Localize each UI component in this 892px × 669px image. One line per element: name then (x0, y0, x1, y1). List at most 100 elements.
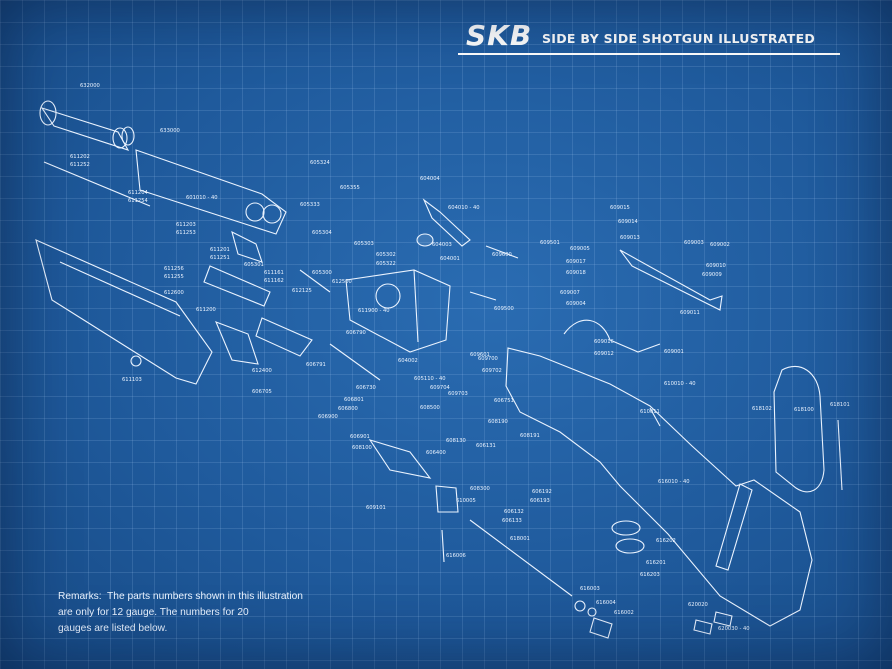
part-number-label: 609003 (684, 240, 704, 246)
part-number-label: 606790 (346, 330, 366, 336)
lever-part-a (214, 321, 259, 365)
part-number-label: 618100 (794, 407, 814, 413)
part-number-label: 611254 (128, 198, 149, 204)
part-number-label: 611201 (210, 247, 230, 253)
part-number-label: 606400 (426, 450, 446, 456)
pad-part-a (611, 520, 641, 536)
spring-part-c (329, 343, 381, 381)
part-number-label: 608190 (488, 419, 508, 425)
part-number-label: 609014 (618, 219, 639, 225)
part-number-label: 610011 (640, 409, 660, 415)
part-number-label: 611255 (164, 274, 184, 280)
part-number-label: 609005 (570, 246, 590, 252)
part-number-label: 605333 (300, 202, 320, 208)
trigger-plate-part (619, 249, 723, 311)
remarks-line-3: gauges are listed below. (58, 623, 168, 634)
stock-spacer-part (715, 483, 753, 571)
part-number-label: 611252 (70, 162, 90, 168)
part-number-label: 609703 (448, 391, 468, 397)
part-number-label: 609013 (620, 235, 640, 241)
screw-part-butt (837, 419, 843, 491)
part-number-label: 605301 (244, 262, 264, 268)
part-number-label: 609501 (540, 240, 560, 246)
screw-part-stock (649, 407, 661, 427)
part-number-label: 611204 (128, 190, 149, 196)
part-number-label: 606800 (338, 406, 358, 412)
part-number-label: 620030 - 40 (718, 626, 750, 632)
cap-part-a (693, 619, 713, 635)
forend-inner-line (59, 261, 181, 317)
part-number-label: 604002 (398, 358, 418, 364)
part-number-label: 605322 (376, 261, 396, 267)
part-number-label: 606132 (504, 509, 524, 515)
lever-part-b (255, 317, 313, 357)
part-number-label: 609015 (610, 205, 630, 211)
part-number-label: 606705 (252, 389, 272, 395)
receiver-edge (413, 269, 419, 343)
part-number-label: 618101 (830, 402, 850, 408)
remarks-line-1: Remarks: The parts numbers shown in this… (58, 591, 303, 602)
main-barrels-part (135, 149, 287, 235)
forend-part (35, 239, 213, 385)
part-number-label: 609011 (680, 310, 700, 316)
spring-part-b (469, 291, 497, 301)
part-number-label: 612500 (332, 279, 352, 285)
part-number-label: 605303 (354, 241, 374, 247)
title-underline (458, 53, 840, 55)
title-block: SKB SIDE BY SIDE SHOTGUN ILLUSTRATED (458, 20, 840, 56)
part-number-label: 608191 (520, 433, 540, 439)
part-number-label: 609004 (566, 301, 587, 307)
part-number-label: 618102 (752, 406, 772, 412)
part-number-label: 606900 (318, 414, 338, 420)
forend-screw-part (130, 355, 142, 367)
part-number-label: 616010 - 40 (658, 479, 690, 485)
part-number-label: 611161 (264, 270, 284, 276)
part-number-label: 605304 (312, 230, 333, 236)
part-number-label: 608500 (420, 405, 440, 411)
part-number-label: 616201 (646, 560, 666, 566)
part-number-label: 608100 (352, 445, 372, 451)
part-number-label: 618001 (510, 536, 530, 542)
part-number-label: 611103 (122, 377, 142, 383)
sheet-title: SIDE BY SIDE SHOTGUN ILLUSTRATED (542, 31, 816, 46)
washer-part-a (574, 600, 586, 612)
part-number-label: 616003 (580, 586, 600, 592)
part-number-label: 611256 (164, 266, 184, 272)
part-number-label: 632000 (80, 83, 100, 89)
part-number-label: 609002 (710, 242, 730, 248)
breech-bore-left (245, 202, 265, 222)
part-number-label: 611251 (210, 255, 230, 261)
part-number-label: 606192 (532, 489, 552, 495)
part-number-label: 609018 (566, 270, 586, 276)
part-number-label: 616202 (656, 538, 676, 544)
washer-part-b (587, 607, 597, 617)
brand-logo: SKB (466, 19, 533, 52)
breech-bore-right (262, 204, 282, 224)
part-number-label: 606791 (306, 362, 326, 368)
remarks-note: Remarks: The parts numbers shown in this… (58, 589, 348, 637)
part-number-label: 609016 (594, 339, 614, 345)
part-number-label: 608300 (470, 486, 490, 492)
pin-part-b (485, 245, 519, 259)
part-number-label: 601010 - 40 (186, 195, 218, 201)
part-number-label: 608130 (446, 438, 466, 444)
part-number-label: 611900 - 40 (358, 308, 390, 314)
receiver-hinge-part (375, 283, 401, 309)
part-number-label: 633000 (160, 128, 180, 134)
part-number-label: 609601 (470, 352, 490, 358)
part-number-label: 605324 (310, 160, 331, 166)
nut-part (589, 617, 613, 639)
part-number-label: 604010 - 40 (448, 205, 480, 211)
part-number-label: 611162 (264, 278, 284, 284)
spring-part-a (299, 269, 331, 293)
part-number-label: 611200 (196, 307, 216, 313)
part-number-label: 606751 (494, 398, 514, 404)
part-number-label: 612600 (164, 290, 184, 296)
part-number-label: 609007 (560, 290, 580, 296)
part-number-label: 606901 (350, 434, 370, 440)
part-number-label: 604001 (440, 256, 460, 262)
barrel-muzzle-right-2 (121, 126, 135, 146)
part-number-label: 609001 (664, 349, 684, 355)
remarks-line-2: are only for 12 gauge. The numbers for 2… (58, 607, 249, 618)
